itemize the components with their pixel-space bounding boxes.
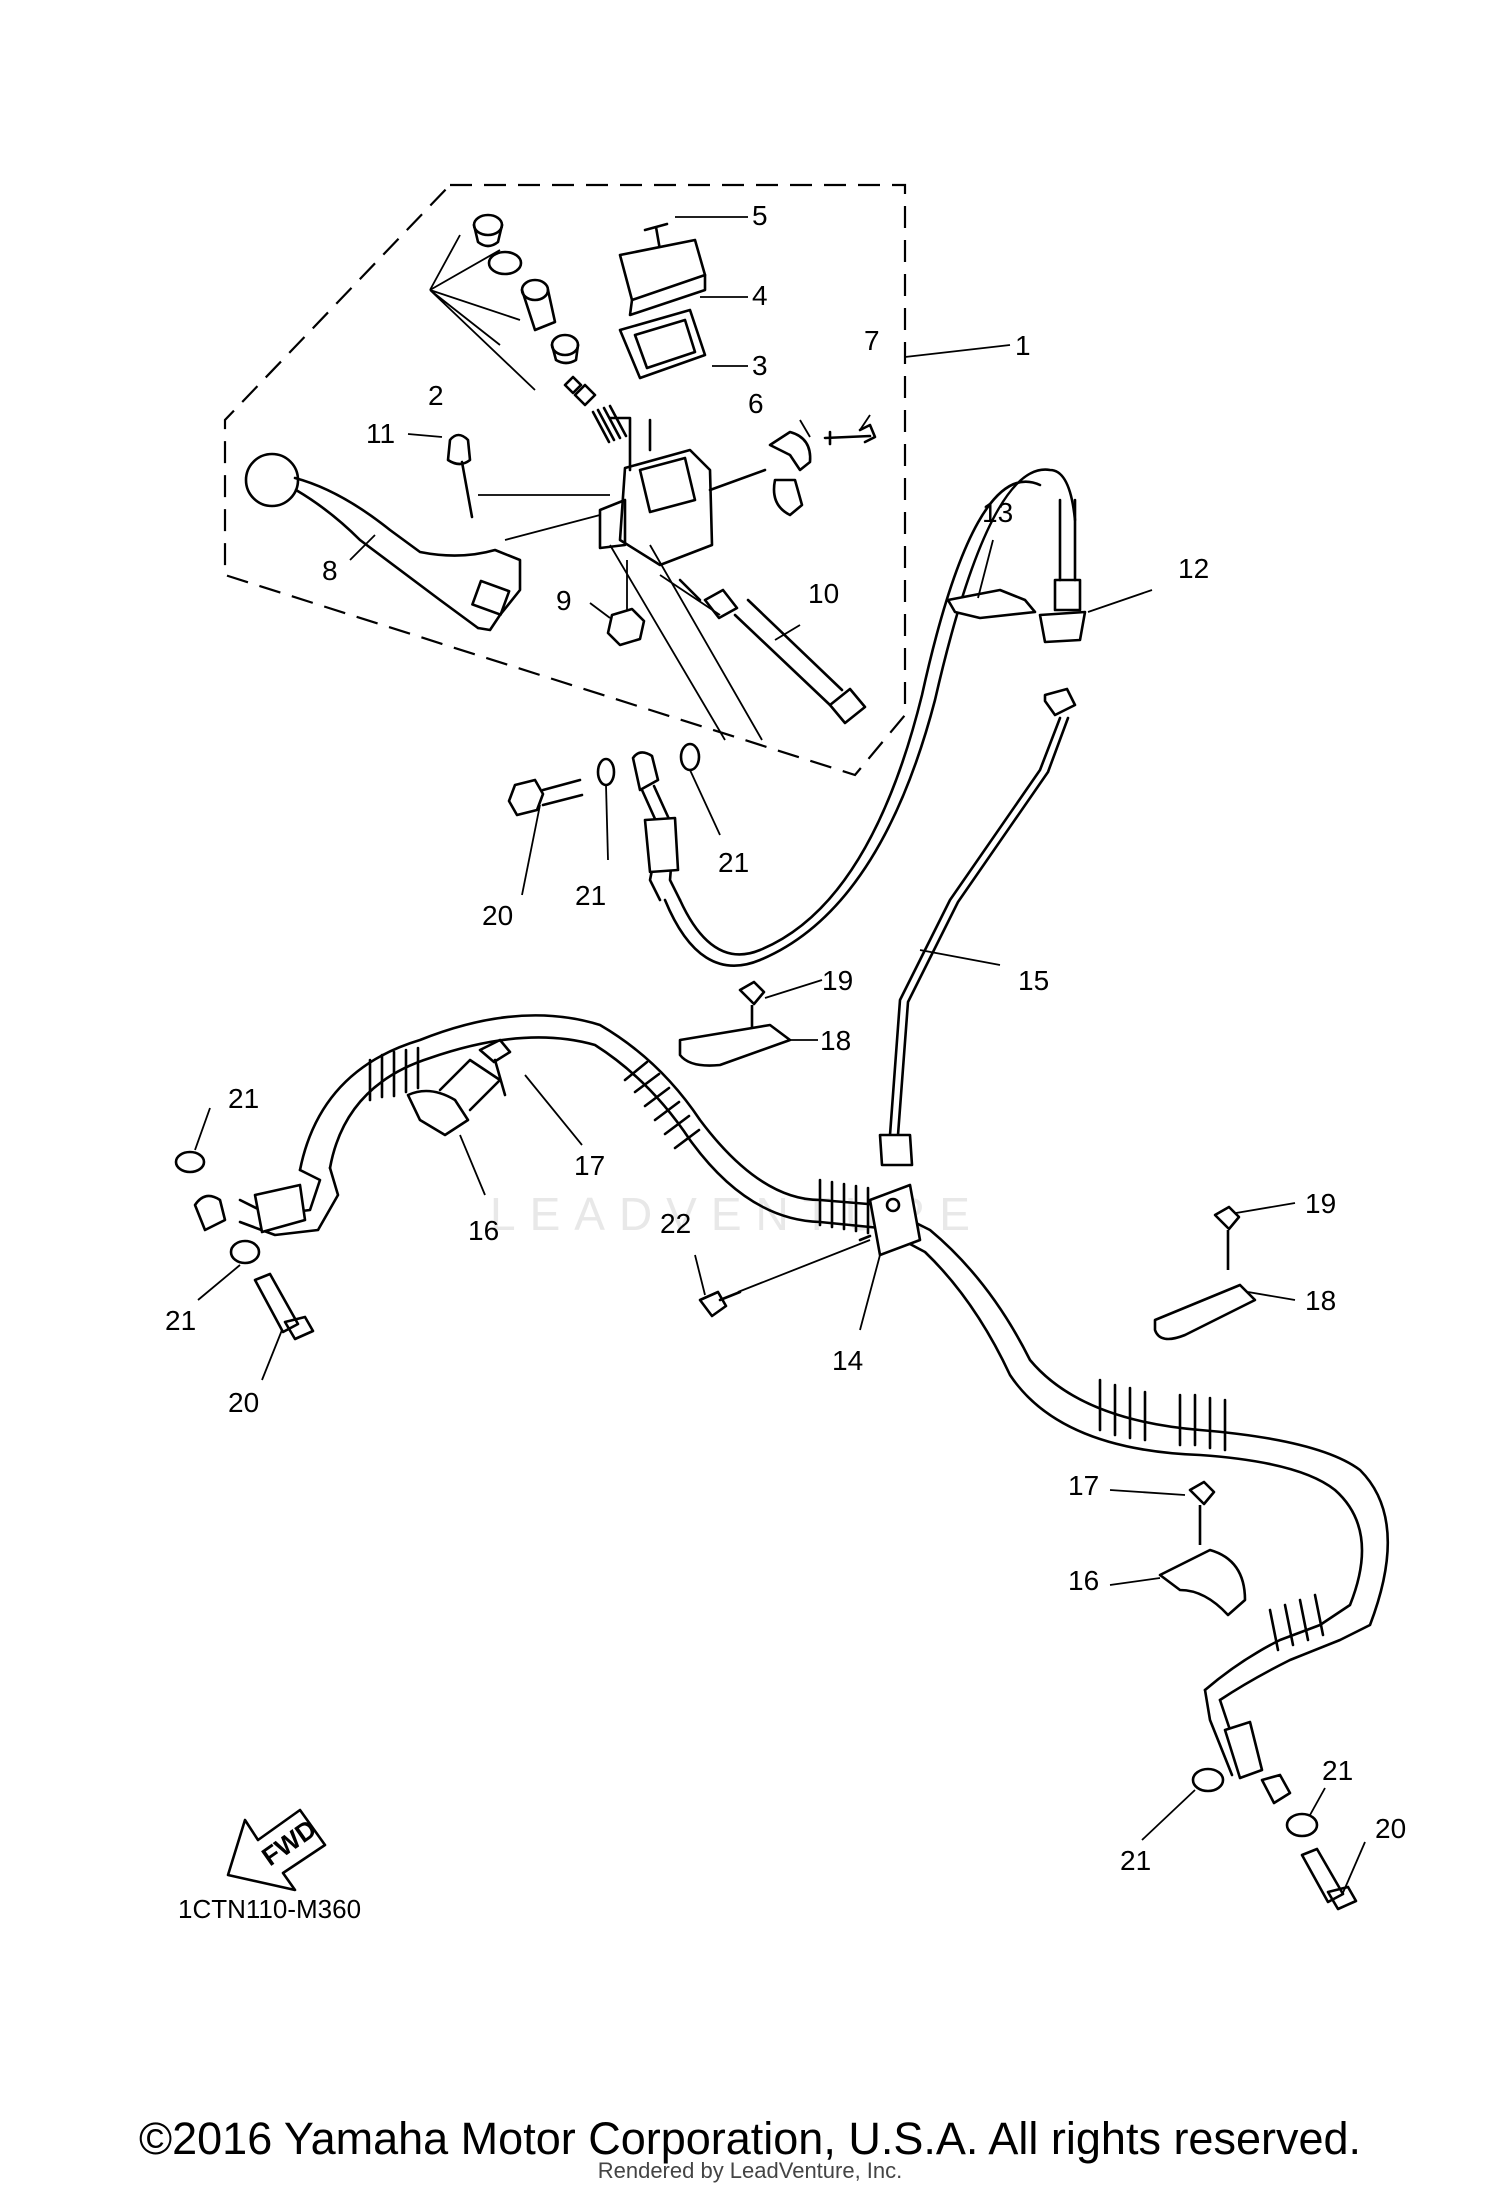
callout-numbers: 1 2 3 4 5 6 7 8 9 10 11 12 13 14 15 16 1… [165,200,1406,1876]
brake-pipe [878,687,1077,1167]
callout-21e: 21 [1120,1845,1151,1876]
callout-20: 20 [482,900,513,931]
callout-20b: 20 [228,1387,259,1418]
callout-5: 5 [752,200,768,231]
callout-21b: 21 [718,847,749,878]
main-brake-hose [193,1014,1390,1805]
callout-10: 10 [808,578,839,609]
rendered-by-notice: Rendered by LeadVenture, Inc. [597,2158,903,2183]
bolt-22 [698,1234,872,1318]
callout-7: 7 [864,325,880,356]
copyright-notice: ©2016 Yamaha Motor Corporation, U.S.A. A… [138,2113,1362,2164]
clamp-group-left [406,1038,512,1137]
clamp-group-right [1158,1480,1247,1617]
callout-19: 19 [822,965,853,996]
callout-4: 4 [752,280,768,311]
callout-14: 14 [832,1345,863,1376]
callout-13: 13 [982,497,1013,528]
clip-group-middle [678,980,792,1067]
brake-hose-upper-loop [663,468,1087,967]
callout-22: 22 [660,1208,691,1239]
callout-19b: 19 [1305,1188,1336,1219]
fwd-arrow-icon: FWD [226,1808,327,1892]
callout-21: 21 [575,880,606,911]
callout-20c: 20 [1375,1813,1406,1844]
callout-1: 1 [1015,330,1031,361]
callout-11: 11 [366,418,395,449]
callout-18b: 18 [1305,1285,1336,1316]
lower-left-fasteners [174,1150,315,1341]
assembly-boundary [223,183,907,777]
callout-21c: 21 [228,1083,259,1114]
figure-code: 1CTN110-M360 [178,1894,361,1924]
callout-8: 8 [322,555,338,586]
callout-17b: 17 [1068,1470,1099,1501]
callout-2: 2 [428,380,444,411]
callout-12: 12 [1178,553,1209,584]
callout-6: 6 [748,388,764,419]
callout-leaders [194,216,1366,1896]
callout-3: 3 [752,350,768,381]
callout-21f: 21 [1322,1755,1353,1786]
callout-16: 16 [468,1215,499,1246]
callout-17: 17 [574,1150,605,1181]
callout-16b: 16 [1068,1565,1099,1596]
master-cylinder-parts [244,213,877,741]
clip-13 [946,588,1037,620]
callout-18: 18 [820,1025,851,1056]
callout-15: 15 [1018,965,1049,996]
clip-group-right [1153,1205,1257,1341]
callout-9: 9 [556,585,572,616]
callout-21d: 21 [165,1305,196,1336]
